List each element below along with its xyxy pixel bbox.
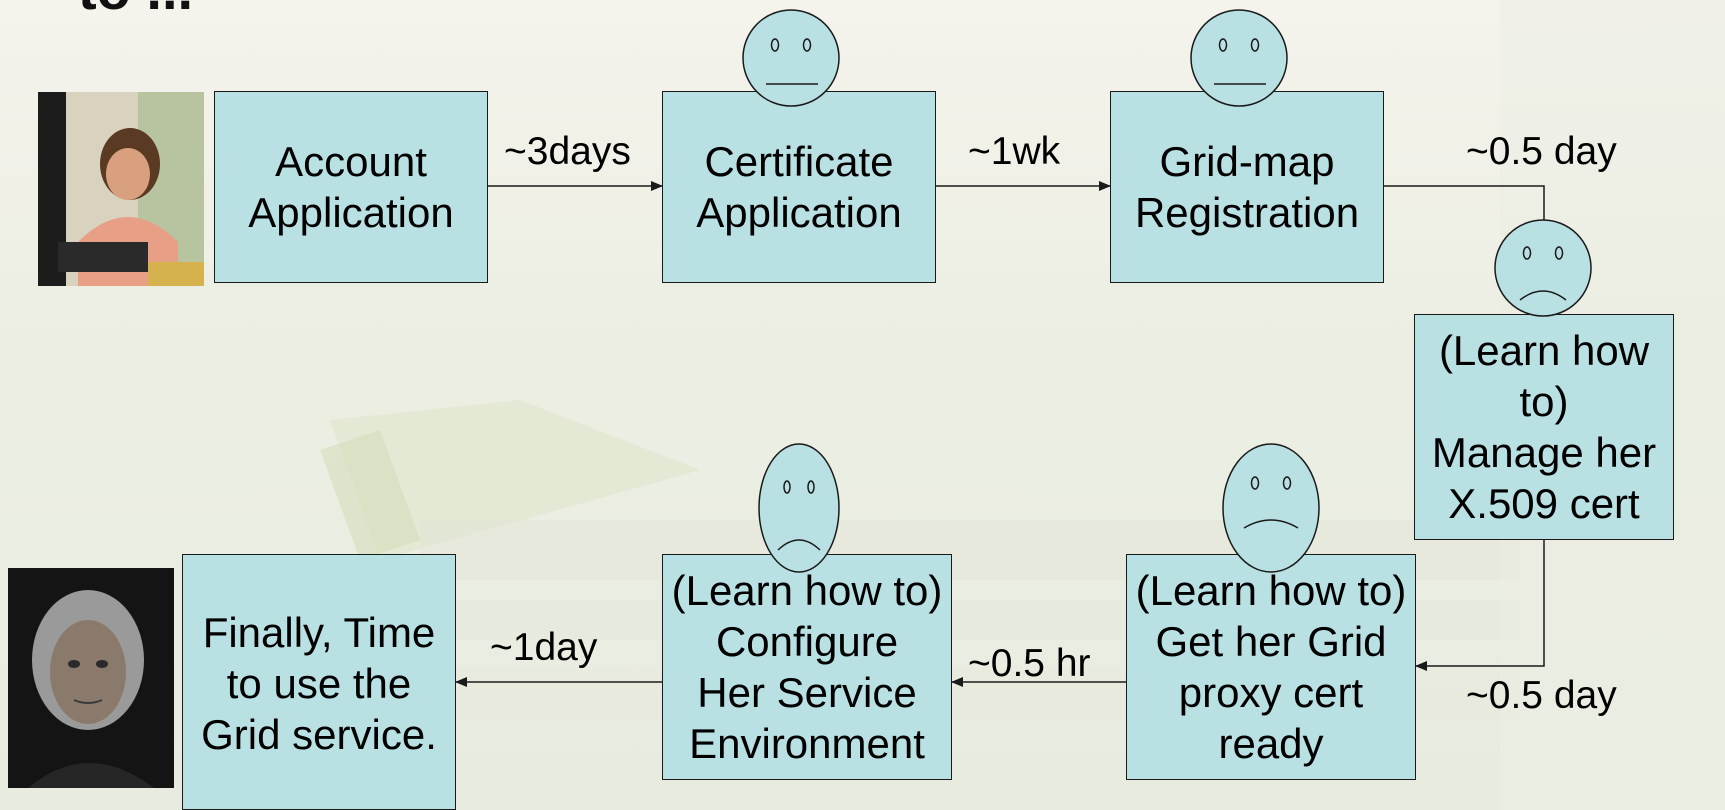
account-application-text: Account Application bbox=[248, 137, 454, 236]
configure-environment-box: (Learn how to) Configure Her Service Env… bbox=[662, 554, 952, 780]
label-configure-to-finally: ~1day bbox=[490, 626, 598, 669]
arrow-manage-to-proxy bbox=[1415, 540, 1545, 671]
label-certificate-to-gridmap: ~1wk bbox=[968, 130, 1061, 173]
label-gridmap-to-manage: ~0.5 day bbox=[1466, 130, 1617, 173]
slide-heading: to ... bbox=[78, 0, 193, 18]
label-account-to-certificate: ~3days bbox=[504, 130, 631, 173]
label-manage-to-proxy: ~0.5 day bbox=[1466, 674, 1617, 717]
finally-use-grid-box: Finally, Time to use the Grid service. bbox=[182, 554, 456, 810]
sad-face-icon bbox=[1222, 443, 1320, 573]
old-woman-photo bbox=[8, 568, 174, 788]
label-proxy-to-configure: ~0.5 hr bbox=[968, 642, 1091, 685]
gridmap-registration-text: Grid-map Registration bbox=[1134, 137, 1360, 236]
neutral-face-icon bbox=[742, 9, 840, 107]
sad-face-icon bbox=[758, 443, 840, 573]
proxy-cert-text: (Learn how to) Get her Grid proxy cert r… bbox=[1135, 566, 1407, 768]
neutral-face-icon bbox=[1190, 9, 1288, 107]
manage-cert-box: (Learn how to) Manage her X.509 cert bbox=[1414, 314, 1674, 540]
manage-cert-text: (Learn how to) Manage her X.509 cert bbox=[1431, 326, 1657, 528]
finally-use-grid-text: Finally, Time to use the Grid service. bbox=[201, 609, 437, 759]
gridmap-registration-box: Grid-map Registration bbox=[1110, 91, 1384, 283]
account-application-box: Account Application bbox=[214, 91, 488, 283]
proxy-cert-box: (Learn how to) Get her Grid proxy cert r… bbox=[1126, 554, 1416, 780]
certificate-application-text: Certificate Application bbox=[696, 137, 902, 236]
configure-environment-text: (Learn how to) Configure Her Service Env… bbox=[671, 566, 943, 768]
certificate-application-box: Certificate Application bbox=[662, 91, 936, 283]
sad-face-icon bbox=[1494, 219, 1592, 317]
girl-photo bbox=[38, 92, 204, 286]
